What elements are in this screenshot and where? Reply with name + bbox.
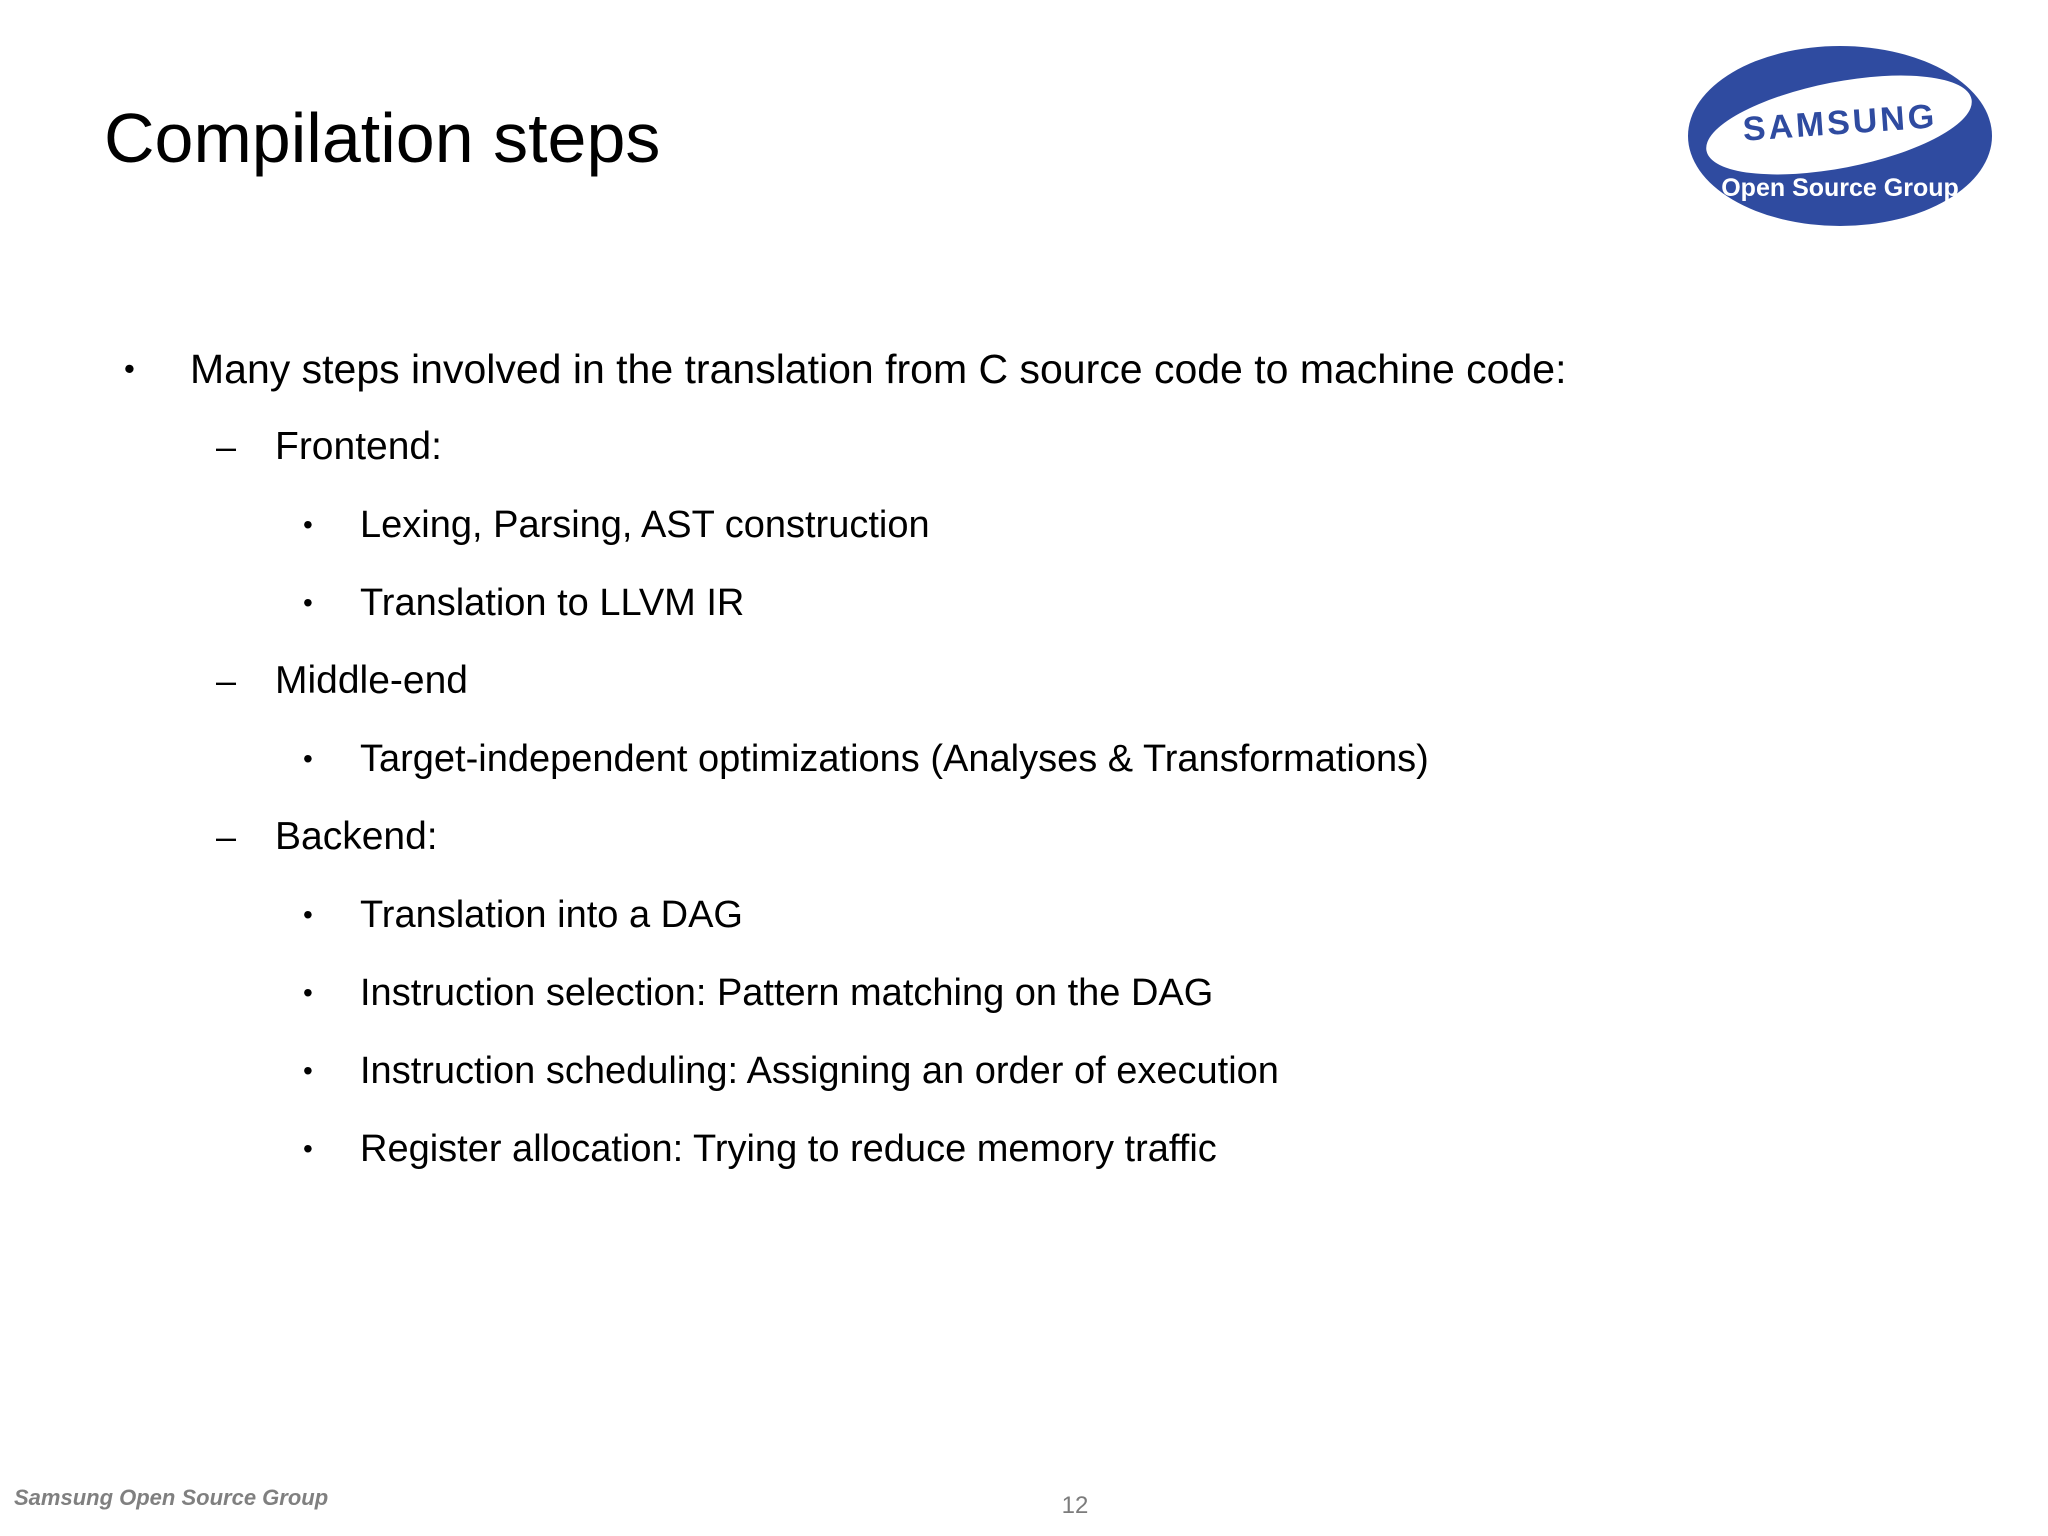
outline-item-level-2: –Backend: — [0, 798, 2048, 876]
dot-bullet-icon: • — [303, 743, 313, 774]
outline-item-level-3: • Translation to LLVM IR — [0, 564, 2048, 642]
dot-bullet-icon: • — [303, 899, 313, 930]
outline-item-label: Register allocation: Trying to reduce me… — [360, 1128, 1217, 1170]
outline-item-label: Lexing, Parsing, AST construction — [360, 504, 930, 546]
outline-item-level-3: • Target-independent optimizations (Analy… — [0, 720, 2048, 798]
outline-item-label: Translation to LLVM IR — [360, 582, 745, 624]
dash-bullet-icon: – — [216, 816, 237, 857]
outline-item-label: Instruction selection: Pattern matching … — [360, 972, 1214, 1014]
outline-item-level-2: –Middle-end — [0, 642, 2048, 720]
dash-bullet-icon: – — [216, 426, 237, 467]
dot-bullet-icon: • — [303, 509, 313, 540]
dot-bullet-icon: • — [303, 587, 313, 618]
dot-bullet-icon: • — [303, 1055, 313, 1086]
page-title: Compilation steps — [104, 99, 661, 177]
outline-item-level-3: • Translation into a DAG — [0, 876, 2048, 954]
outline-item-level-1: • Many steps involved in the translation … — [0, 330, 2048, 408]
logo-tagline-text: Open Source Group — [1721, 174, 1959, 202]
outline-item-label: Middle-end — [275, 659, 468, 702]
dot-bullet-icon: • — [303, 1133, 313, 1164]
outline-item-label: Target-independent optimizations (Analys… — [360, 738, 1429, 780]
outline-item-level-3: • Instruction selection: Pattern matching… — [0, 954, 2048, 1032]
outline-item-level-3: • Instruction scheduling: Assigning an or… — [0, 1032, 2048, 1110]
outline-item-level-2: –Frontend: — [0, 408, 2048, 486]
footer-organization: Samsung Open Source Group — [14, 1485, 329, 1510]
outline-item-label: Frontend: — [275, 425, 442, 468]
outline-item-label: Backend: — [275, 815, 438, 858]
outline-item-label: Instruction scheduling: Assigning an ord… — [360, 1050, 1279, 1092]
dot-bullet-icon: • — [124, 351, 135, 386]
outline-item-level-3: • Lexing, Parsing, AST construction — [0, 486, 2048, 564]
dash-bullet-icon: – — [216, 660, 237, 701]
dot-bullet-icon: • — [303, 977, 313, 1008]
page-number: 12 — [1061, 1492, 1089, 1519]
outline-item-level-3: • Register allocation: Trying to reduce m… — [0, 1110, 2048, 1188]
outline-item-label: Many steps involved in the translation f… — [190, 346, 1567, 392]
outline-item-label: Translation into a DAG — [360, 894, 743, 936]
slide-body: • Many steps involved in the translation … — [0, 330, 2048, 1188]
samsung-open-source-group-logo: SAMSUNG Open Source Group — [1688, 46, 1992, 226]
